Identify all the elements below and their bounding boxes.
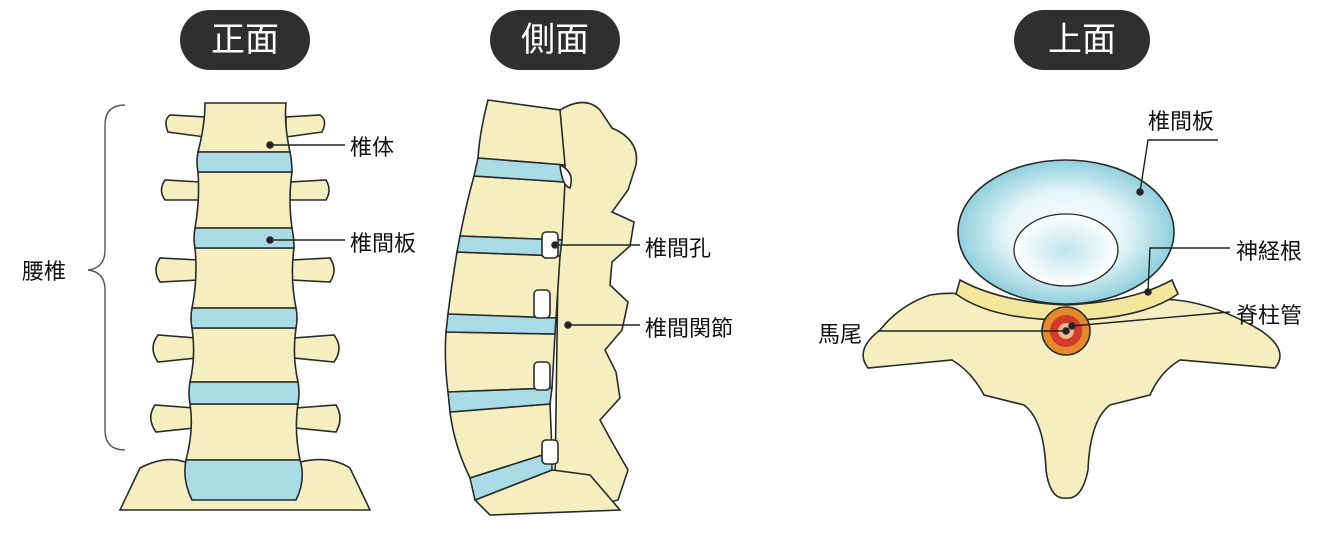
label-nerve-root: 神経根	[1236, 234, 1302, 266]
label-disc-front: 椎間板	[350, 226, 416, 258]
top-view-vertebra	[863, 140, 1280, 498]
lumbar-brace	[88, 105, 125, 450]
label-lumbar: 腰椎	[22, 254, 66, 286]
label-vertebral-body: 椎体	[350, 130, 394, 162]
label-spinal-canal: 脊柱管	[1236, 298, 1302, 330]
label-cauda-equina: 馬尾	[818, 317, 862, 349]
posterior-elements	[555, 103, 637, 511]
side-view-spine	[445, 100, 640, 515]
leader-disc-top	[1140, 140, 1218, 192]
label-foramen: 椎間孔	[645, 231, 711, 263]
nucleus	[1014, 214, 1118, 286]
front-view-spine	[88, 103, 370, 510]
label-facet-joint: 椎間関節	[645, 311, 733, 343]
label-disc-top: 椎間板	[1148, 104, 1214, 136]
